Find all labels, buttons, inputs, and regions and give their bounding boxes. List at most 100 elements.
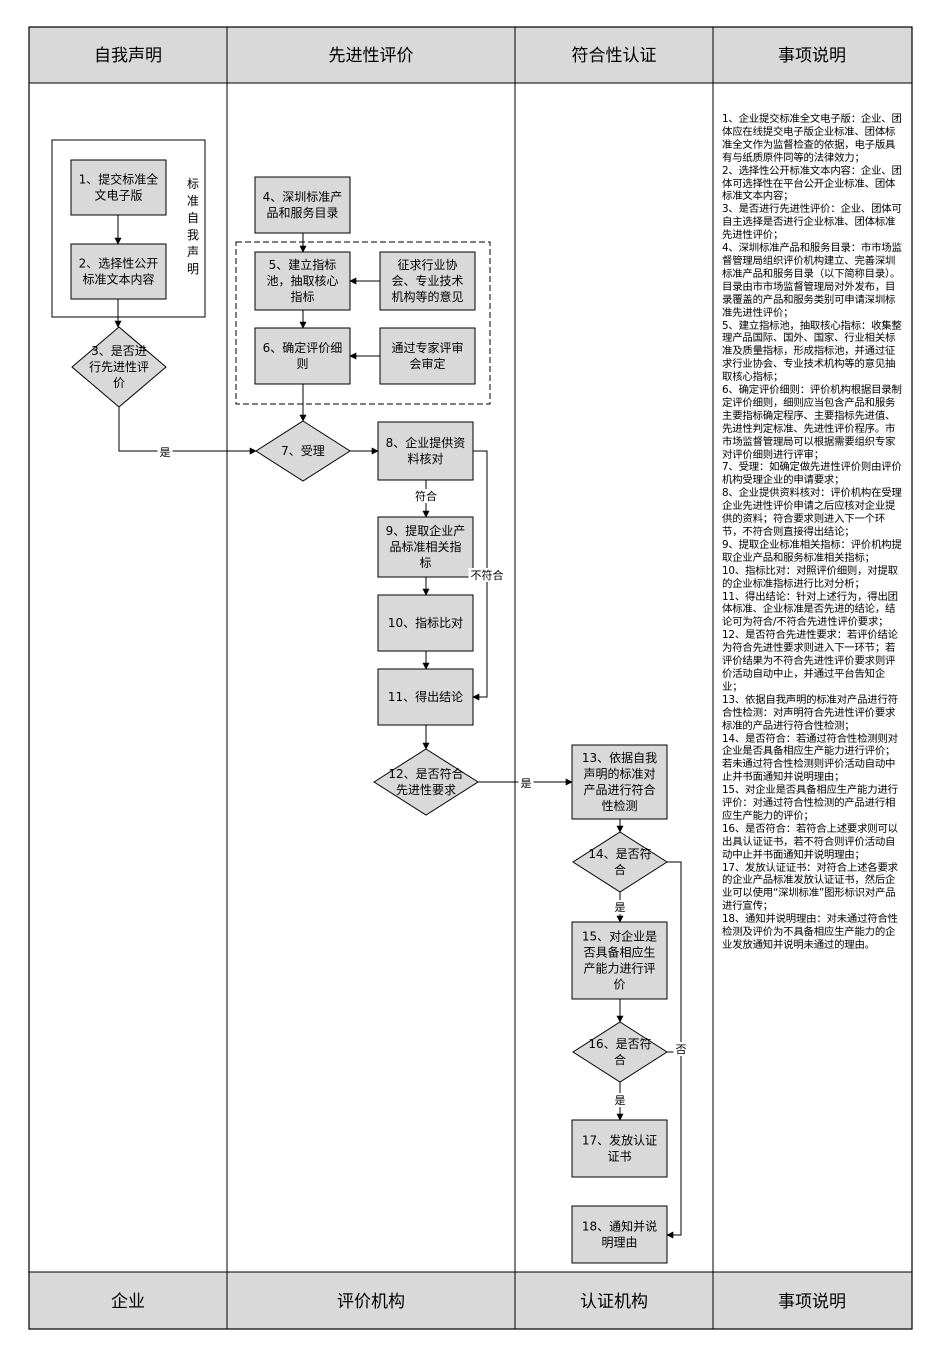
notes-panel: 1、企业提交标准全文电子版：企业、团体应在线提交电子版企业标准、团体标准全文作为… — [722, 113, 904, 952]
lane-footer-evaluation-agency: 评价机构 — [337, 1292, 405, 1312]
note-item: 15、对企业是否具备相应生产能力进行评价：对通过符合性检测的产品进行相应生产能力… — [722, 784, 898, 822]
note-item: 2、选择性公开标准文本内容：企业、团体可选择性在平台公开企业标准、团体标准文本内… — [722, 164, 902, 203]
note-item: 7、受理：如确定做先进性评价则由评价机构受理企业的申请要求； — [722, 461, 902, 487]
node-n7-label-line: 7、受理 — [281, 444, 325, 458]
node-n7-decision — [255, 420, 351, 482]
node-n_expert-label-line: 会审定 — [409, 356, 445, 371]
node-n5-label-line: 指标 — [290, 289, 314, 304]
flow-nodes: 1、提交标准全文电子版2、选择性公开标准文本内容3、是否进行先进性评价4、深圳标… — [70, 159, 668, 1264]
node-n16-decision — [572, 1021, 668, 1083]
note-item: 1、企业提交标准全文电子版：企业、团体应在线提交电子版企业标准、团体标准全文作为… — [722, 113, 902, 164]
node-n1-label-line: 文电子版 — [94, 188, 142, 203]
node-n2-label-line: 2、选择性公开 — [79, 257, 159, 271]
indicator-group-dashed — [235, 241, 491, 405]
node-n6-label-line: 6、确定评价细 — [263, 340, 343, 355]
node-n8-label-line: 8、企业提供资 — [386, 435, 466, 450]
node-n2-label-line: 标准文本内容 — [82, 272, 154, 287]
lane-footer-notes: 事项说明 — [778, 1292, 846, 1312]
node-n13-label-line: 声明的标准对 — [583, 766, 655, 781]
lane-header-advancement-evaluation: 先进性评价 — [329, 46, 414, 66]
node-n15-process — [571, 921, 668, 1000]
node-n9-label-line: 9、提取企业产 — [386, 523, 466, 538]
node-n13-label-line: 性检测 — [601, 798, 637, 813]
node-n3-decision — [71, 326, 167, 408]
node-n15-label-line: 产能力进行评 — [583, 962, 655, 976]
node-n1-label-line: 1、提交标准全 — [79, 172, 159, 187]
node-n_opinion-label-line: 会、专业技术 — [391, 273, 463, 288]
edge-label-e8_9: 符合 — [415, 489, 437, 503]
node-n14-decision — [572, 831, 668, 893]
note-item: 5、建立指标池，抽取核心指标：收集整理产品国际、国外、国家、行业相关标准及质量指… — [722, 319, 902, 384]
note-item: 10、指标比对：对照评价细则，对提取的企业标准指标进行比对分析； — [722, 564, 898, 590]
node-n10-label-line: 10、指标比对 — [388, 615, 463, 630]
node-n4-label-line: 品和服务目录 — [266, 205, 338, 220]
node-n16-label-line: 16、是否符 — [588, 1036, 651, 1051]
node-n18-label-line: 18、通知并说 — [582, 1219, 657, 1234]
note-item: 17、发放认证证书：对符合上述各要求的企业产品标准发放认证证书，然后企业可以使用… — [722, 861, 898, 913]
node-n2-process — [70, 243, 167, 300]
node-n8-process — [377, 421, 474, 481]
note-item: 13、依据自我声明的标准对产品进行符合性检测：对声明符合先进性评价要求标准的产品… — [722, 693, 898, 732]
node-n3-label-line: 价 — [113, 376, 125, 390]
note-item: 12、是否符合先进性要求：若评价结论为符合先进性要求则进入下一环节；若评价结果为… — [722, 629, 898, 693]
node-n_opinion-process — [379, 251, 476, 311]
node-n4-process — [254, 176, 351, 234]
node-n8-label-line: 料核对 — [407, 452, 443, 466]
node-n_opinion-label-line: 征求行业协 — [397, 257, 457, 272]
note-item: 18、通知并说明理由：对未通过符合性检测及评价为不具备相应生产能力的企业发放通知… — [722, 913, 898, 951]
edge-label-e12_13: 是 — [521, 777, 532, 790]
node-n_opinion-label-line: 机构等的意见 — [391, 289, 463, 304]
edge-label-bg — [157, 445, 173, 459]
node-n18-label-line: 明理由 — [601, 1236, 637, 1250]
lane-header-self-declaration: 自我声明 — [94, 46, 162, 66]
self-declaration-group — [51, 139, 206, 318]
node-n5-process — [254, 251, 351, 311]
edge-label-e14_15: 是 — [615, 901, 626, 914]
lane-footer-certification-agency: 认证机构 — [580, 1292, 648, 1312]
lane-header-notes: 事项说明 — [778, 46, 846, 66]
node-n3-label-line: 3、是否进 — [91, 344, 147, 358]
lane-header-conformity-certification: 符合性认证 — [572, 46, 657, 66]
self-declaration-group-label: 标准自我声明 — [187, 177, 199, 276]
node-n14-label-line: 14、是否符 — [588, 846, 651, 861]
node-n6-process — [254, 327, 351, 385]
edge-label-bg — [468, 568, 506, 582]
node-n15-label-line: 价 — [613, 978, 625, 992]
node-n13-process — [571, 744, 668, 820]
node-n17-label-line: 证书 — [607, 1150, 631, 1164]
node-n12-decision — [373, 748, 479, 816]
node-n10-process — [377, 594, 474, 652]
edge-label-e3_7: 是 — [160, 446, 171, 459]
node-n11-label-line: 11、得出结论 — [388, 689, 463, 704]
node-n17-label-line: 17、发放认证 — [582, 1133, 657, 1148]
node-n12-label-line: 先进性要求 — [396, 783, 456, 797]
edge-label-e16_17: 是 — [615, 1094, 626, 1107]
node-n1-process — [70, 159, 167, 216]
note-item: 14、是否符合：若通过符合性检测则对企业是否具备相应生产能力进行评价；若未通过符… — [722, 732, 898, 784]
node-n12-label-line: 12、是否符合 — [388, 766, 463, 781]
lane-footer-enterprise: 企业 — [111, 1292, 145, 1312]
note-item: 9、提取企业标准相关指标：评价机构提取企业产品和服务标准相关指标； — [722, 538, 902, 564]
node-n17-process — [571, 1119, 668, 1178]
lane-frame — [28, 26, 913, 1330]
note-item: 3、是否进行先进性评价：企业、团体可自主选择是否进行企业标准、团体标准先进性评价… — [722, 203, 902, 242]
node-n14-label-line: 合 — [614, 862, 626, 877]
edge-label-e14_18: 否 — [676, 1043, 687, 1056]
node-n15-label-line: 否具备相应生 — [583, 945, 655, 960]
note-item: 8、企业提供资料核对：评价机构在受理企业先进性评价申请之后应核对企业提供的资料；… — [722, 487, 902, 538]
node-n18-process — [571, 1205, 668, 1264]
note-item: 11、得出结论：针对上述行为，得出团体标准、企业标准是否先进的结论，结论可为符合… — [722, 590, 898, 629]
edge-n3-n7 — [118, 407, 257, 455]
edge-label-bg — [518, 776, 534, 790]
edge-label-bg — [612, 1093, 628, 1107]
note-item: 4、深圳标准产品和服务目录：市市场监督管理局组织评价机构建立、完善深圳标准产品和… — [722, 242, 902, 319]
node-n9-label-line: 品标准相关指 — [389, 539, 461, 554]
edge-label-bg — [612, 900, 628, 914]
node-n_expert-process — [379, 327, 476, 385]
edge-label-bg — [673, 1042, 689, 1056]
note-item: 6、确定评价细则：评价机构根据目录制定评价细则，细则应当包含产品和服务主要指标确… — [722, 384, 902, 461]
node-n3-label-line: 行先进性评 — [89, 360, 149, 374]
node-n_expert-label-line: 通过专家评审 — [391, 340, 463, 355]
